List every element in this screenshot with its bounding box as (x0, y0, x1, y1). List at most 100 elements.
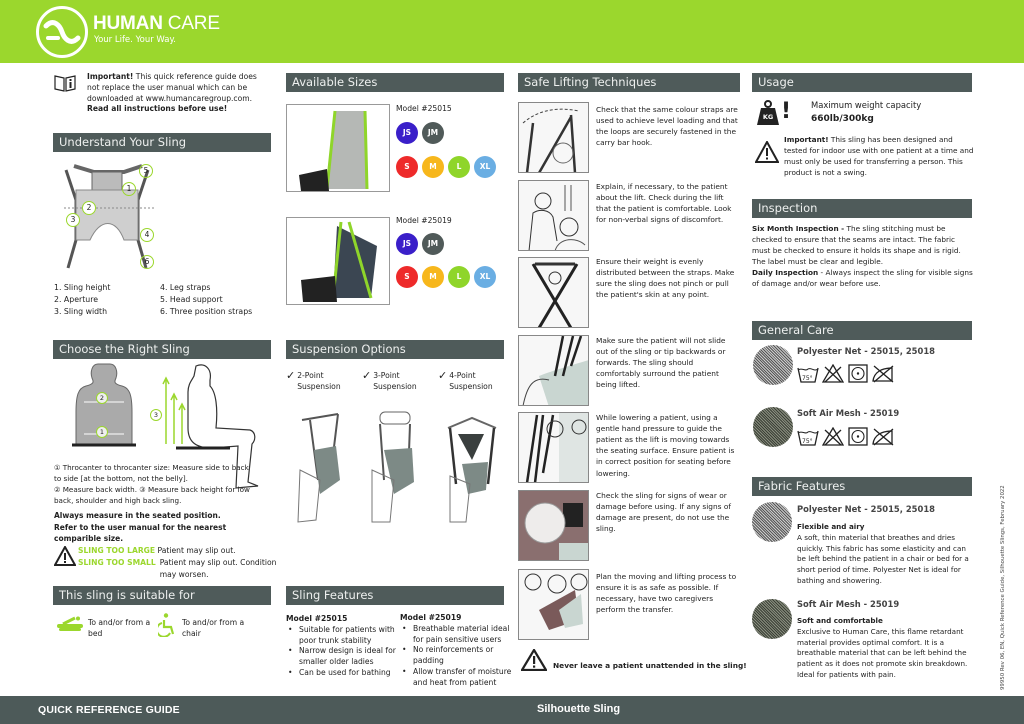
back-measure-figure (72, 362, 136, 448)
technique-6-text: Check the sling for signs of wear or dam… (596, 491, 732, 534)
suitable-bed-label: To and/or from a bed (88, 618, 151, 638)
model-25015-photo (286, 104, 390, 192)
technique-1-illustration (518, 102, 589, 173)
human-care-logo-icon (36, 6, 88, 58)
callout-2: 2 (82, 201, 96, 215)
callout-1: 1 (122, 182, 136, 196)
callout-3: 3 (66, 213, 80, 227)
technique-5-text: While lowering a patient, using a gentle… (596, 413, 735, 478)
model-25015-label: Model #25015 (396, 104, 452, 113)
technique-2-text: Explain, if necessary, to the patient ab… (596, 182, 732, 225)
soft-air-mesh-swatch (752, 599, 792, 639)
no-bleach-icon (822, 427, 844, 446)
size-xl: XL (474, 156, 496, 178)
document-reference: 99950 Rev 06, EN, Quick Reference Guide,… (1000, 485, 1006, 690)
wheelchair-icon (155, 613, 176, 638)
wash-75-icon: 75° (797, 367, 819, 383)
fabric-1-name: Polyester Net - 25015, 25018 (797, 504, 935, 514)
suitable-chair-label: To and/or from a chair (182, 618, 245, 638)
section-care-title: General Care (752, 321, 972, 340)
size-js: JS (396, 122, 418, 144)
footer-bar: QUICK REFERENCE GUIDE Silhouette Sling (0, 696, 1024, 724)
checkmark-icon: ✓ (286, 369, 296, 382)
svg-text:75°: 75° (802, 438, 813, 445)
callout-4: 4 (140, 228, 154, 242)
section-suspension-title: Suspension Options (286, 340, 504, 359)
size-m: M (422, 266, 444, 288)
section-usage-title: Usage (752, 73, 972, 92)
technique-4-illustration (518, 335, 589, 406)
height-arrows-icon (162, 376, 186, 446)
technique-7-text: Plan the moving and lifting process to e… (596, 572, 737, 615)
model-25019-label: Model #25019 (396, 216, 452, 225)
measure-note: Always measure in the seated position. R… (54, 511, 227, 544)
size-js: JS (396, 233, 418, 255)
care-symbols-2: 75° (797, 427, 894, 446)
soft-air-mesh-swatch (753, 407, 793, 447)
model-25019-photo (286, 217, 390, 305)
footer-product-name: Silhouette Sling (537, 703, 621, 715)
technique-4-text: Make sure the patient will not slide out… (596, 336, 726, 390)
callout-measure-3: 3 (150, 409, 162, 421)
size-s: S (396, 266, 418, 288)
size-l: L (448, 266, 470, 288)
footer-guide-label: QUICK REFERENCE GUIDE (38, 704, 180, 716)
suspension-3-point-illustration (366, 410, 426, 530)
callout-measure-1: 1 (96, 426, 108, 438)
care-symbols-1: 75° (797, 364, 894, 383)
tumble-dry-icon (848, 427, 868, 446)
polyester-net-swatch (753, 345, 793, 385)
care-fabric-1-name: Polyester Net - 25015, 25018 (797, 346, 935, 356)
callout-measure-2: 2 (96, 392, 108, 404)
brand-tagline: Your Life. Your Way. (94, 35, 177, 45)
inspection-text: Six Month Inspection - The sling stitchi… (752, 224, 973, 288)
kg-weight-icon: KG (756, 100, 780, 126)
size-l: L (448, 156, 470, 178)
size-jm: JM (422, 122, 444, 144)
features-model-25015: Model #25015 Suitable for patients with … (286, 614, 398, 679)
measure-instructions: ① Throcanter to throcanter size: Measure… (54, 463, 250, 506)
exclamation-icon: ! (781, 99, 792, 124)
fabric-1-description: Flexible and airy A soft, thin material … (797, 522, 969, 585)
manual-info-icon (54, 74, 76, 92)
technique-3-illustration (518, 257, 589, 328)
warning-triangle-icon (520, 647, 548, 672)
features-model-25019: Model #25019 Breathable material ideal f… (400, 613, 512, 688)
seated-person-figure (176, 362, 264, 494)
bed-icon (57, 616, 83, 632)
technique-5-illustration (518, 412, 589, 483)
polyester-net-swatch (752, 502, 792, 542)
size-xl: XL (474, 266, 496, 288)
unattended-warning: Never leave a patient unattended in the … (553, 661, 747, 670)
sling-fit-warnings: SLING TOO LARGE Patient may slip out. SL… (78, 546, 277, 579)
fabric-2-description: Soft and comfortable Exclusive to Human … (797, 616, 968, 679)
section-inspection-title: Inspection (752, 199, 972, 218)
section-fabric-title: Fabric Features (752, 477, 972, 496)
checkmark-icon: ✓ (362, 369, 372, 382)
no-bleach-icon (822, 364, 844, 383)
no-iron-icon (872, 365, 894, 383)
suspension-2-point-illustration (290, 410, 350, 530)
section-features-title: Sling Features (286, 586, 504, 605)
technique-1-text: Check that the same colour straps are us… (596, 105, 738, 148)
important-notice: Important! This quick reference guide do… (87, 72, 257, 114)
callout-5: 5 (139, 164, 153, 178)
max-weight-label: Maximum weight capacity (811, 100, 922, 110)
usage-important-note: Important! This sling has been designed … (784, 135, 974, 177)
section-understand-title: Understand Your Sling (53, 133, 271, 152)
brand-name: HUMAN CARE (93, 13, 220, 34)
warning-triangle-icon (53, 544, 77, 566)
technique-2-illustration (518, 180, 589, 251)
size-m: M (422, 156, 444, 178)
svg-text:75°: 75° (802, 375, 813, 382)
header-banner: HUMAN CARE Your Life. Your Way. (0, 0, 1024, 63)
section-techniques-title: Safe Lifting Techniques (518, 73, 740, 92)
technique-6-illustration (518, 490, 589, 561)
fabric-2-name: Soft Air Mesh - 25019 (797, 599, 900, 609)
size-s: S (396, 156, 418, 178)
callout-6: 6 (140, 255, 154, 269)
